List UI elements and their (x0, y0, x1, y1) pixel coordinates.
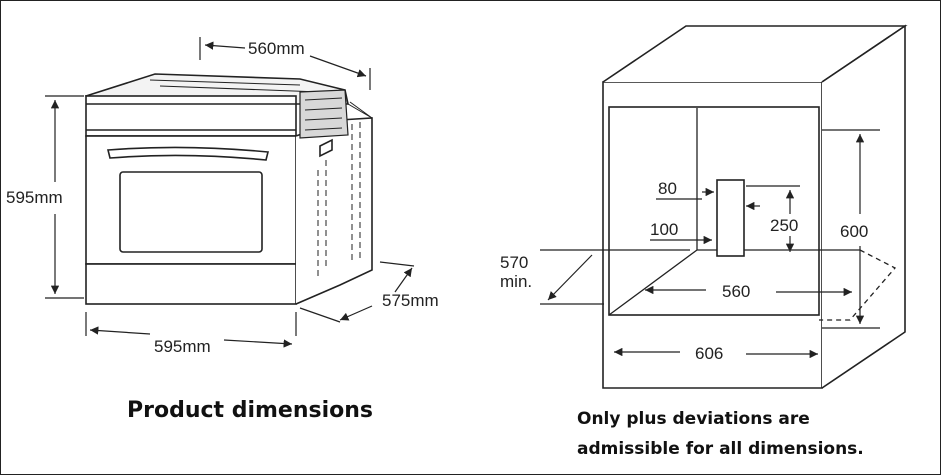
vent-width-label: 80 (658, 179, 677, 198)
deviation-note-line-1: Only plus deviations are (577, 409, 810, 429)
oven-side-vent (299, 89, 349, 139)
vent-bottom-label: 100 (650, 220, 678, 239)
deviation-note-line-2: admissible for all dimensions. (577, 439, 864, 459)
oven-handle (106, 146, 270, 161)
cabinet-drawing (602, 24, 908, 389)
oven-drawing (84, 73, 373, 305)
vent-slot (716, 179, 745, 257)
oven-front-width-label: 595mm (154, 337, 211, 356)
oven-side (295, 117, 373, 305)
deviation-note: Only plus deviations are admissible for … (577, 404, 864, 464)
cabinet-side (821, 24, 906, 389)
vent-height-label: 250 (770, 216, 798, 235)
opening-width-label: 560 (722, 282, 750, 301)
cabinet-opening (608, 106, 820, 316)
oven-plinth (85, 263, 297, 305)
cabinet-base-dashed (819, 249, 897, 321)
cabinet-depth-label-1: 570 (500, 253, 528, 272)
oven-width-label: 560mm (248, 39, 305, 58)
cabinet-width-label: 606 (695, 344, 723, 363)
oven-height-label: 595mm (6, 188, 63, 207)
opening-height-label: 600 (840, 222, 868, 241)
cabinet-outer (602, 81, 823, 389)
product-dimensions-caption: Product dimensions (127, 398, 374, 423)
oven-window (119, 171, 263, 253)
cabinet-depth-label-2: min. (500, 272, 532, 291)
oven-depth-label: 575mm (382, 291, 439, 310)
